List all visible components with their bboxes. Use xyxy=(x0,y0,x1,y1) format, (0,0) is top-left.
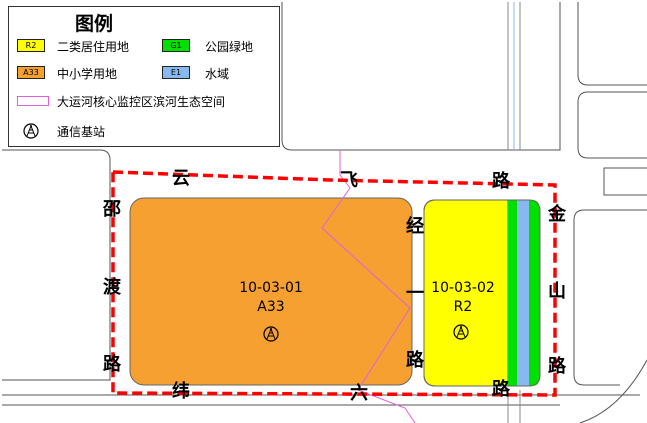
eco-space-boundary-line xyxy=(321,150,416,423)
block-west xyxy=(2,149,111,381)
legend-label-a33: 中小学用地 xyxy=(57,67,118,81)
block-east-3 xyxy=(573,209,647,386)
road-north-char-2: 飞 xyxy=(340,170,358,191)
road-north-char-1: 云 xyxy=(172,168,190,189)
block-east-2 xyxy=(603,167,647,196)
legend-swatch-eco-line xyxy=(17,96,49,106)
road-south-char-1: 纬 xyxy=(172,381,190,402)
legend-tower-icon xyxy=(23,123,39,139)
legend-swatch-e1: E1 xyxy=(162,66,190,79)
map-legend: 图例 R2 二类居住用地 G1 公园绿地 A33 中小学用地 E1 水域 大运河… xyxy=(8,6,280,147)
comm-station-icon xyxy=(263,326,279,342)
legend-label-g1: 公园绿地 xyxy=(205,40,254,54)
arc-south-east xyxy=(579,359,647,423)
legend-label-station: 通信基站 xyxy=(57,125,106,139)
legend-label-e1: 水域 xyxy=(205,67,230,81)
road-west-char-3: 路 xyxy=(103,354,121,375)
road-south-char-2: 六 xyxy=(350,383,368,404)
parcel-r2-code: R2 xyxy=(453,299,473,315)
road-south-char-3: 路 xyxy=(492,379,510,400)
legend-swatch-g1: G1 xyxy=(162,39,190,52)
block-north xyxy=(281,2,561,151)
block-north-east xyxy=(577,2,647,86)
road-middle-char-1: 经 xyxy=(406,216,424,237)
comm-station-icon xyxy=(453,324,469,340)
road-west-char-1: 邵 xyxy=(103,199,121,220)
road-east-char-3: 路 xyxy=(548,356,566,377)
parcel-a33-code: A33 xyxy=(257,299,285,315)
r2-outline xyxy=(423,199,541,387)
block-east-1 xyxy=(577,91,647,159)
road-middle-char-2: 一 xyxy=(406,283,424,304)
parcel-a33-id: 10-03-01 xyxy=(239,280,303,296)
green-strip-left xyxy=(508,200,517,386)
road-east-char-1: 金 xyxy=(548,204,566,225)
road-east-char-2: 山 xyxy=(548,281,566,302)
road-middle-char-3: 路 xyxy=(406,350,424,371)
legend-label-r2: 二类居住用地 xyxy=(57,40,130,54)
legend-swatch-r2: R2 xyxy=(17,39,45,52)
legend-swatch-a33: A33 xyxy=(17,66,45,79)
green-strip-right xyxy=(529,200,540,386)
road-north-char-3: 路 xyxy=(492,171,510,192)
canal-water xyxy=(517,200,529,386)
parcel-r2-id: 10-03-02 xyxy=(431,280,495,296)
legend-label-eco-line: 大运河核心监控区滨河生态空间 xyxy=(57,95,226,109)
road-west-char-2: 渡 xyxy=(103,277,121,298)
parcel-a33[interactable] xyxy=(129,197,413,386)
planning-boundary xyxy=(111,170,557,397)
legend-title: 图例 xyxy=(74,13,113,35)
